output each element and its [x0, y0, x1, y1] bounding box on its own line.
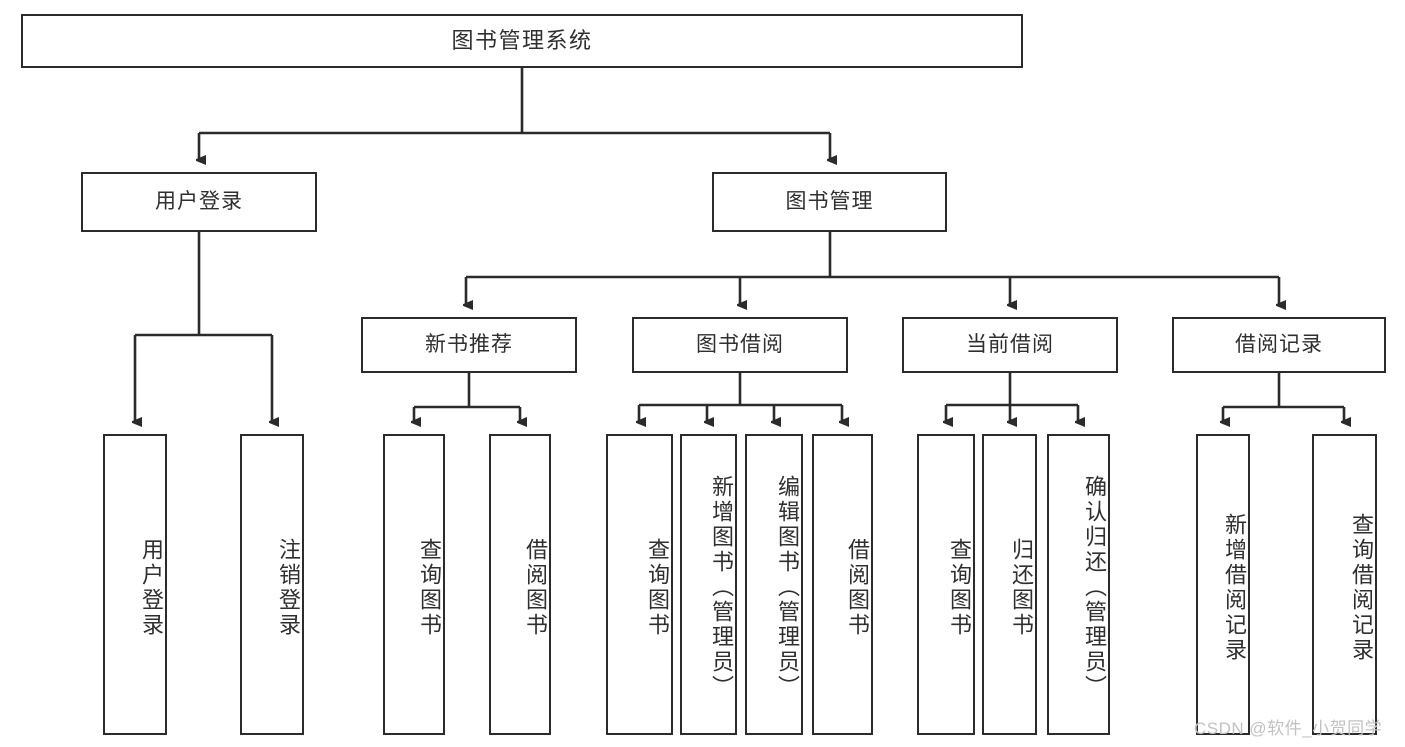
leaf-label: 用户登录 [139, 537, 164, 638]
leaf-label: 注销登录 [276, 537, 301, 638]
leaf-search-book-current[interactable]: 查询图书 [917, 434, 975, 735]
leaf-label: 借阅图书 [523, 537, 548, 638]
leaf-label: 新增借阅记录 [1222, 512, 1247, 663]
leaf-search-book-recommend[interactable]: 查询图书 [383, 434, 445, 735]
leaf-label: 编辑图书（管理员） [775, 475, 800, 700]
leaf-logout[interactable]: 注销登录 [240, 434, 304, 735]
node-user-login[interactable]: 用户登录 [81, 172, 317, 232]
node-borrow-records[interactable]: 借阅记录 [1172, 317, 1386, 373]
leaf-return-book[interactable]: 归还图书 [982, 434, 1037, 735]
leaf-borrow-book[interactable]: 借阅图书 [812, 434, 873, 735]
leaf-label: 查询图书 [947, 537, 972, 638]
node-current-borrow[interactable]: 当前借阅 [902, 317, 1118, 373]
leaf-label: 新增图书（管理员） [709, 475, 734, 700]
leaf-borrow-book-recommend[interactable]: 借阅图书 [489, 434, 551, 735]
leaf-label: 确认归还（管理员） [1082, 475, 1107, 700]
leaf-label: 查询图书 [417, 537, 442, 638]
node-root-system[interactable]: 图书管理系统 [21, 14, 1023, 68]
leaf-confirm-return-admin[interactable]: 确认归还（管理员） [1047, 434, 1110, 735]
node-new-book-recommend[interactable]: 新书推荐 [361, 317, 577, 373]
leaf-user-login[interactable]: 用户登录 [103, 434, 167, 735]
leaf-label: 查询借阅记录 [1349, 512, 1374, 663]
leaf-edit-book-admin[interactable]: 编辑图书（管理员） [745, 434, 803, 735]
csdn-watermark: CSDN @软件_小贺同学 [1194, 719, 1383, 738]
leaf-add-book-admin[interactable]: 新增图书（管理员） [680, 434, 737, 735]
leaf-search-borrow-record[interactable]: 查询借阅记录 [1312, 434, 1377, 735]
leaf-label: 查询图书 [645, 537, 670, 638]
leaf-label: 归还图书 [1009, 537, 1034, 638]
leaf-label: 借阅图书 [845, 537, 870, 638]
leaf-add-borrow-record[interactable]: 新增借阅记录 [1196, 434, 1250, 735]
node-book-management[interactable]: 图书管理 [712, 172, 947, 232]
leaf-search-book[interactable]: 查询图书 [606, 434, 673, 735]
node-book-borrow[interactable]: 图书借阅 [632, 317, 848, 373]
